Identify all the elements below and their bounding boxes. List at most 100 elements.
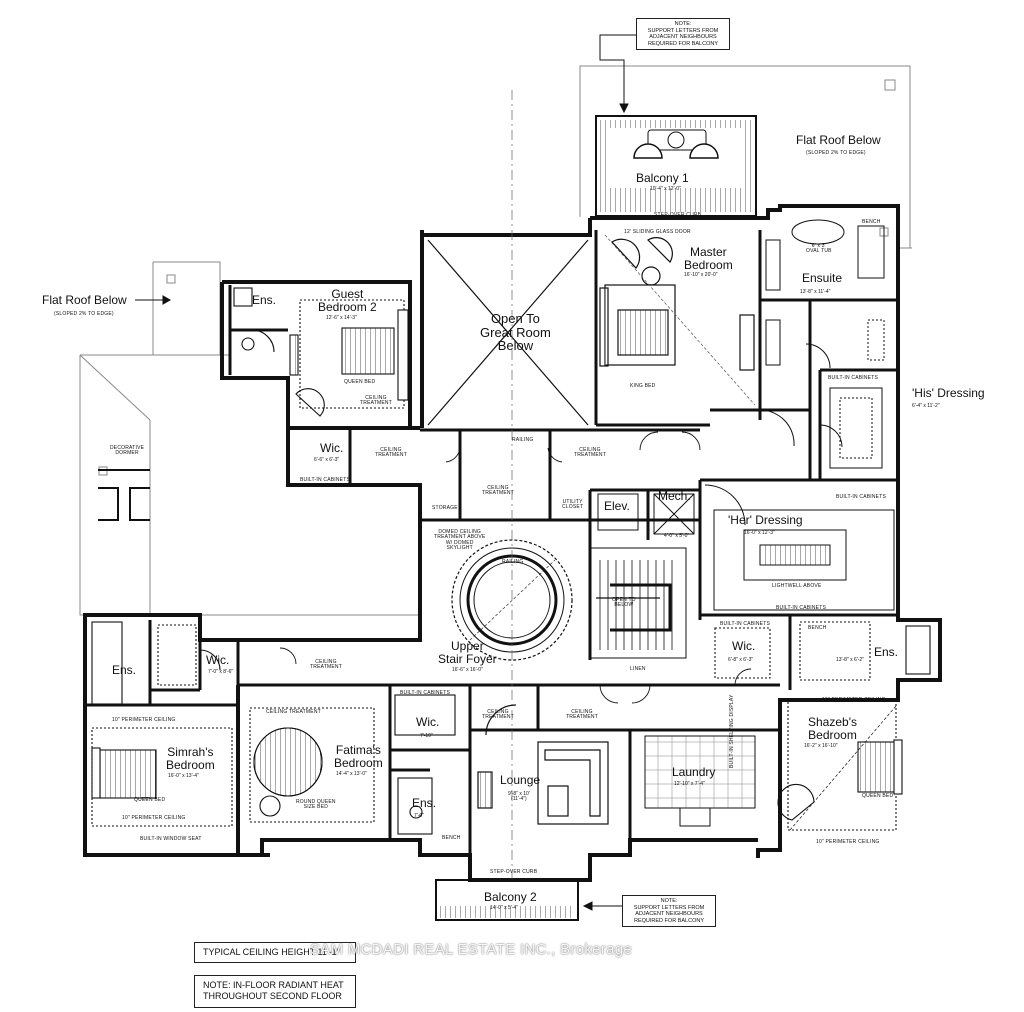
ensuite-label: Ensuite	[802, 271, 843, 285]
ceiling-hall-center: CEILING TREATMENT	[482, 485, 514, 497]
balcony2-label: Balcony 2	[484, 890, 537, 904]
round-queen-label: ROUND QUEEN SIZE BED	[296, 799, 336, 811]
radiant-heat-legend: NOTE: IN-FLOOR RADIANT HEAT THROUGHOUT S…	[194, 975, 356, 1008]
lounge-label: Lounge	[500, 773, 541, 787]
roof-right-sub: (SLOPED 2% TO EDGE)	[806, 150, 866, 156]
simrah-dim: 16'-0" x 13'-4"	[168, 773, 199, 779]
door-swings	[279, 424, 843, 704]
ceiling-hall-left: CEILING TREATMENT	[375, 447, 407, 459]
her-dressing-label: 'Her' Dressing	[728, 513, 803, 527]
her-dressing-fixtures	[704, 484, 895, 611]
decorative-dormer-label: DECORATIVE DORMER	[110, 445, 145, 457]
ceiling-fatima: CEILING TREATMENT	[266, 709, 321, 715]
fatima-furniture	[249, 694, 456, 835]
open-to-below	[427, 239, 589, 426]
ens-guest-label: Ens.	[252, 293, 277, 307]
perimeter-simrah: 10" PERIMETER CEILING	[112, 717, 176, 723]
lounge-furniture	[477, 704, 609, 825]
built-in-her-bottom: BUILT-IN CABINETS	[776, 605, 826, 611]
ens-shazeb-label: Ens.	[874, 645, 899, 659]
his-dressing-label: 'His' Dressing	[912, 386, 985, 400]
roof-left-sub: (SLOPED 2% TO EDGE)	[54, 311, 114, 317]
built-in-guest: BUILT-IN CABINETS	[300, 477, 350, 483]
built-in-his: BUILT-IN CABINETS	[828, 375, 878, 381]
open-to-below-label: Open To Great Room Below	[480, 311, 551, 354]
roof-right-title: Flat Roof Below	[796, 133, 881, 147]
simrah-label: Simrah's Bedroom	[166, 745, 215, 772]
his-dressing-dim: 6'-4" x 11'-2"	[912, 403, 940, 409]
ens-fatima-dim: 7'-0"	[414, 813, 424, 819]
balcony2-dim: 14'-0" x 5'-4"	[490, 905, 518, 911]
balcony1-label: Balcony 1	[636, 171, 689, 185]
open-below-stair: OPEN TO BELOW	[612, 597, 636, 609]
master-dim: 16'-10" x 20'-0"	[684, 272, 718, 278]
oval-tub-label: 6' x 3' OVAL TUB	[806, 243, 832, 255]
storage-label: STORAGE	[432, 505, 458, 511]
ensuite-fixtures	[765, 219, 885, 369]
guest2-dim: 12'-6" x 14'-3"	[326, 315, 357, 321]
mech-label: Mech.	[658, 489, 691, 503]
master-furniture	[599, 234, 756, 406]
note-bottom: NOTE: SUPPORT LETTERS FROM ADJACENT NEIG…	[622, 895, 716, 928]
elevator-mech	[597, 493, 695, 535]
laundry-fixtures	[644, 735, 756, 827]
roof-outlines	[79, 65, 912, 616]
wic-guest-label: Wic.	[320, 441, 344, 455]
fatima-label: Fatima's Bedroom	[334, 743, 383, 770]
linen-label: LINEN	[630, 666, 646, 672]
ceiling-hall-right: CEILING TREATMENT	[574, 447, 606, 459]
bench-shazeb: BENCH	[808, 625, 827, 631]
built-in-her-top: BUILT-IN CABINETS	[836, 494, 886, 500]
wic-simrah-dim: 7'-0" x 8'-6"	[208, 669, 234, 675]
note-top: NOTE: SUPPORT LETTERS FROM ADJACENT NEIG…	[636, 18, 730, 51]
built-in-fatima: BUILT-IN CABINETS	[400, 690, 450, 696]
foyer-dome	[451, 90, 573, 880]
wic-shazeb-dim: 6'-8" x 6'-3"	[728, 657, 754, 663]
note-arrows	[135, 34, 636, 911]
queen-bed-shazeb: QUEEN BED	[862, 793, 894, 799]
perimeter-shazeb-bottom: 10" PERIMETER CEILING	[816, 839, 880, 845]
ceiling-hall-bl: CEILING TREATMENT	[310, 659, 342, 671]
step-over-bottom: STEP-OVER CURB	[490, 869, 538, 875]
ens-fatima-label: Ens.	[412, 796, 437, 810]
watermark: SAM MCDADI REAL ESTATE INC., Brokerage	[310, 941, 633, 958]
shazeb-dim: 16'-2" x 16'-10"	[804, 743, 838, 749]
king-bed-label: KING BED	[630, 383, 656, 389]
master-label: Master Bedroom	[684, 245, 733, 272]
shelving-label: BUILT-IN SHELVING DISPLAY	[729, 694, 735, 768]
lightwell-label: LIGHTWELL ABOVE	[772, 583, 822, 589]
lounge-dim: 9'-8" x 10' (11'-4")	[508, 791, 530, 803]
wic-guest-dim: 6'-6" x 6'-3"	[314, 457, 340, 463]
ceiling-hall-laundry: CEILING TREATMENT	[566, 709, 598, 721]
bench-fatima: BENCH	[442, 835, 461, 841]
built-in-wic-shazeb: BUILT-IN CABINETS	[720, 621, 770, 627]
queen-bed-simrah: QUEEN BED	[134, 797, 166, 803]
mech-dim: 4'-0" x 5'-0"	[664, 533, 690, 539]
ceiling-hall-lounge: CEILING TREATMENT	[482, 709, 514, 721]
his-dressing-fixtures	[759, 387, 883, 469]
perimeter-shazeb: 10" PERIMETER CEILING	[822, 697, 886, 703]
wic-simrah-label: Wic.	[206, 653, 230, 667]
window-seat-label: BUILT-IN WINDOW SEAT	[140, 836, 202, 842]
railing-dome-label: RAILING	[502, 559, 524, 565]
laundry-dim: 12'-10" x 7'-4"	[674, 781, 705, 787]
balcony1-drawing	[595, 115, 757, 217]
balcony1-dim: 10'-4" x 12'-0"	[650, 186, 681, 192]
fatima-dim: 14'-4" x 13'-0"	[336, 771, 367, 777]
roof-left-title: Flat Roof Below	[42, 293, 127, 307]
step-over-top: STEP-OVER CURB	[654, 212, 702, 218]
staircase	[589, 547, 687, 659]
ceiling-height-legend: TYPICAL CEILING HEIGHT 11'-1"	[194, 942, 356, 964]
foyer-dim: 16'-6" x 16'-0"	[452, 667, 483, 673]
laundry-label: Laundry	[672, 765, 716, 779]
interior-walls	[85, 230, 898, 855]
railing-top-label: RAILING	[512, 437, 534, 443]
ens-simrah-label: Ens.	[112, 663, 137, 677]
simrah-furniture	[91, 621, 233, 827]
shazeb-label: Shazeb's Bedroom	[808, 715, 857, 742]
balcony2-drawing	[435, 879, 579, 921]
wic-fatima-label: Wic.	[416, 715, 440, 729]
queen-bed-guest: QUEEN BED	[344, 379, 376, 385]
ceiling-guest: CEILING TREATMENT	[360, 395, 392, 407]
